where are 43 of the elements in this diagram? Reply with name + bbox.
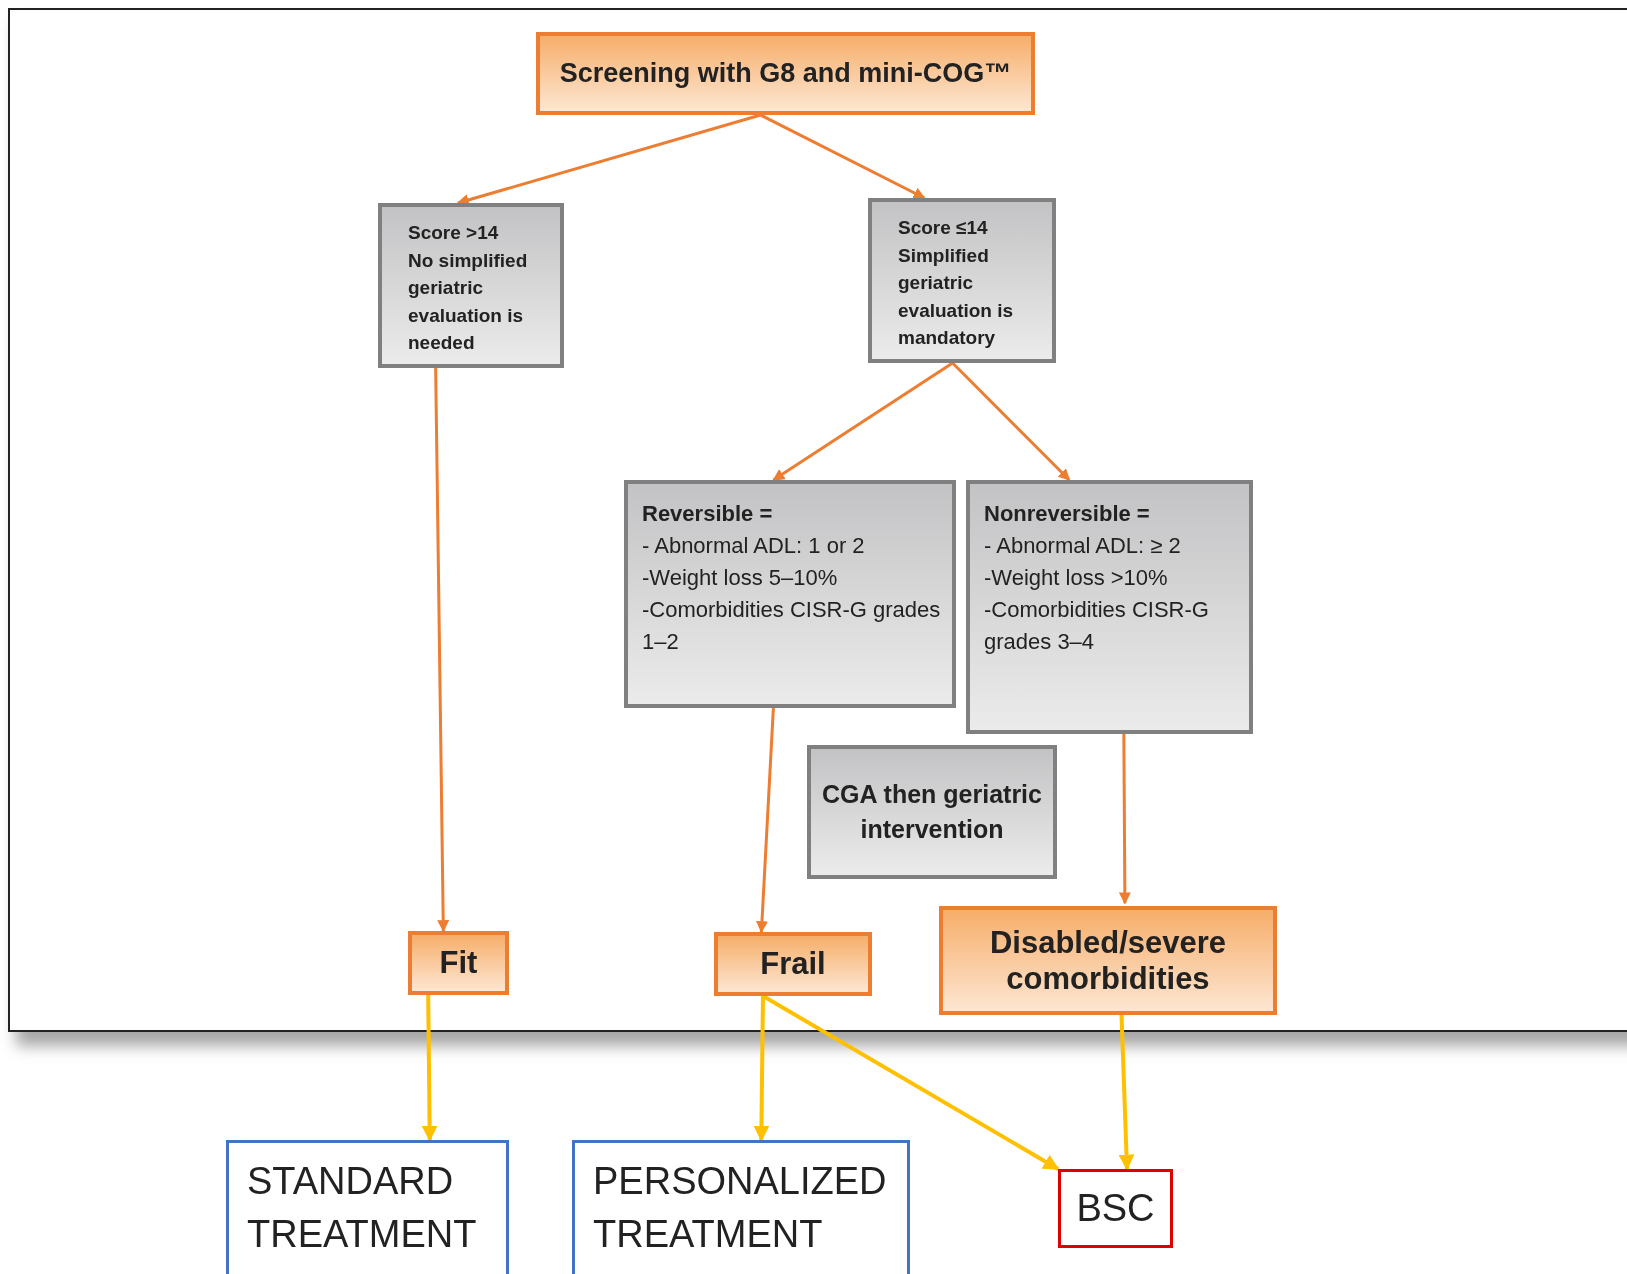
treatment-box [1058,1169,1173,1248]
arrow [753,995,770,1142]
box-text: CGA then geriatric intervention [821,779,1043,845]
criteria-box [868,198,1056,363]
arrow [756,707,775,934]
box-text: STANDARD TREATMENT [247,1159,478,1258]
box-text: -Comorbidities CISR-G grades 3–4 [984,595,1210,656]
arrow [456,113,761,206]
box-heading: Nonreversible = [984,500,1151,528]
box-text: Fit [439,945,478,981]
arrow [772,361,954,482]
box-text: Screening with G8 and mini-COG™ [559,58,1012,89]
box-text: -Weight loss >10% [984,563,1169,592]
arrow [761,994,1060,1171]
criteria-box [624,480,956,708]
treatment-box [226,1140,509,1274]
box-text: No simplified geriatric evaluation is needed [408,248,529,356]
process-box [536,32,1035,115]
arrow [1118,734,1131,905]
process-box [807,745,1057,879]
treatment-box [572,1140,910,1274]
process-box [408,931,509,995]
box-text: Disabled/severe comorbidities [988,924,1228,997]
process-box [939,906,1277,1015]
process-box [714,932,872,996]
box-text: BSC [1076,1187,1155,1230]
criteria-box [378,203,564,368]
criteria-box [966,480,1253,734]
box-heading: Reversible = [642,500,774,528]
box-heading: Score >14 [408,221,500,245]
arrow [421,994,438,1142]
arrow [951,361,1071,482]
box-text: -Comorbidities CISR-G grades 1–2 [642,595,942,656]
box-text: PERSONALIZED TREATMENT [593,1159,888,1258]
arrow [1118,1014,1135,1171]
box-text: - Abnormal ADL: 1 or 2 [642,531,866,560]
box-text: Simplified geriatric evaluation is mandatory [898,243,1015,351]
box-heading: Score ≤14 [898,216,989,240]
box-text: - Abnormal ADL: ≥ 2 [984,531,1182,560]
arrow [434,367,450,933]
arrow [759,113,926,200]
box-text: Frail [760,946,826,982]
box-text: -Weight loss 5–10% [642,563,839,592]
